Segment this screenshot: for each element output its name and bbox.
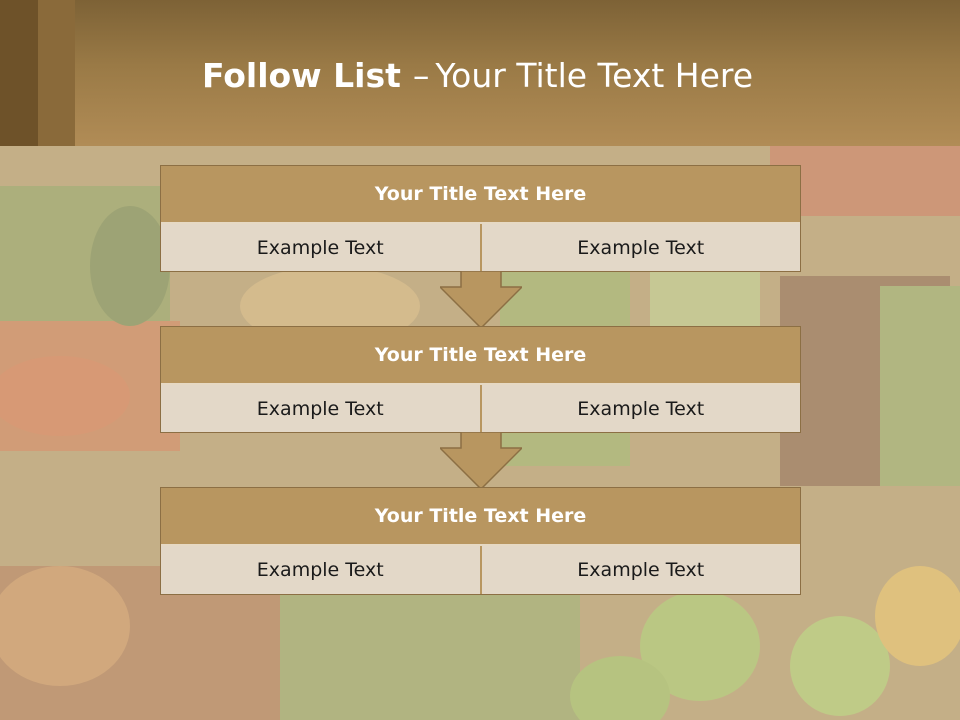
block-title: Your Title Text Here (161, 488, 800, 546)
header-accent-strip (0, 0, 38, 146)
block-row: Example Text Example Text (161, 546, 800, 594)
down-arrow-icon (440, 271, 522, 328)
down-arrow-icon (440, 432, 522, 489)
block-row: Example Text Example Text (161, 224, 800, 271)
block-cell-left: Example Text (256, 397, 384, 420)
slide-header: Follow List–Your Title Text Here (0, 0, 960, 146)
block-title: Your Title Text Here (161, 166, 800, 224)
header-accent-strip-light (38, 0, 75, 146)
title-bold: Follow List (202, 56, 401, 95)
title-rest: Your Title Text Here (435, 56, 754, 95)
block-title: Your Title Text Here (161, 327, 800, 385)
block-cell-right: Example Text (479, 385, 801, 432)
list-block-3: Your Title Text Here Example Text Exampl… (160, 487, 801, 595)
block-cell-left: Example Text (256, 236, 384, 259)
block-cell-right: Example Text (479, 224, 801, 271)
slide-title: Follow List–Your Title Text Here (202, 54, 753, 98)
list-block-2: Your Title Text Here Example Text Exampl… (160, 326, 801, 433)
title-separator: – (412, 56, 430, 95)
list-block-1: Your Title Text Here Example Text Exampl… (160, 165, 801, 272)
block-cell-right: Example Text (479, 546, 801, 594)
block-row: Example Text Example Text (161, 385, 800, 432)
block-cell-left: Example Text (256, 559, 384, 581)
